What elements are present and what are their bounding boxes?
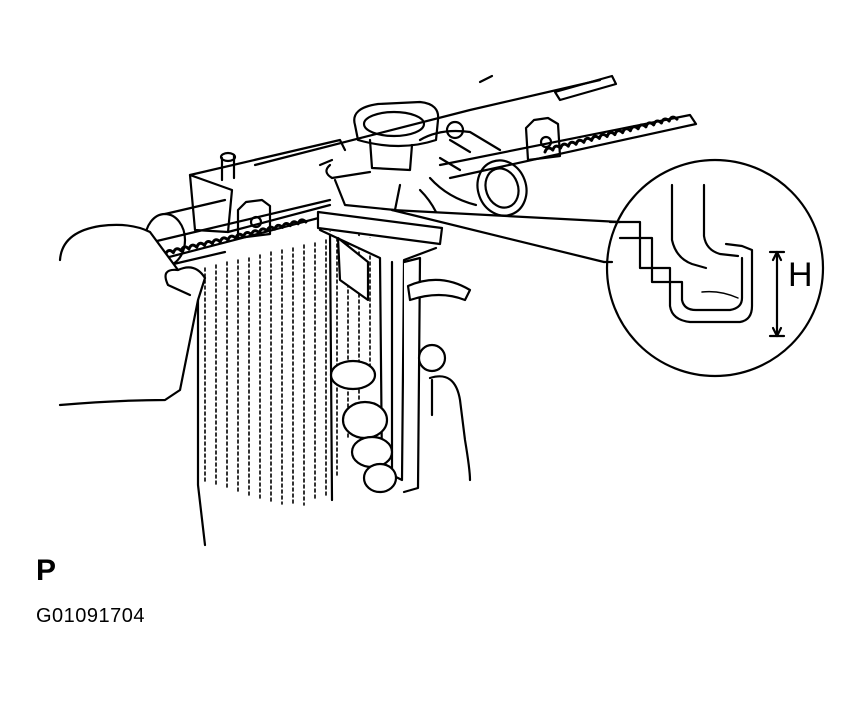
measuring-tool [316,210,472,494]
right-hand [329,343,472,494]
dimension-h-label: H [788,256,813,294]
tank-bolt-row [148,115,679,260]
mounting-brackets [219,116,562,240]
radiator-upper-tank [138,74,698,264]
magnified-detail [602,158,825,378]
radiator-cap [318,100,440,212]
upper-hose-outlet [418,120,528,217]
view-label: P [36,554,57,587]
figure-code: G01091704 [36,605,146,627]
radiator-core-frame [196,230,334,547]
radiator-core [204,231,371,507]
left-hand [58,223,207,407]
magnifier-leader [390,188,622,264]
